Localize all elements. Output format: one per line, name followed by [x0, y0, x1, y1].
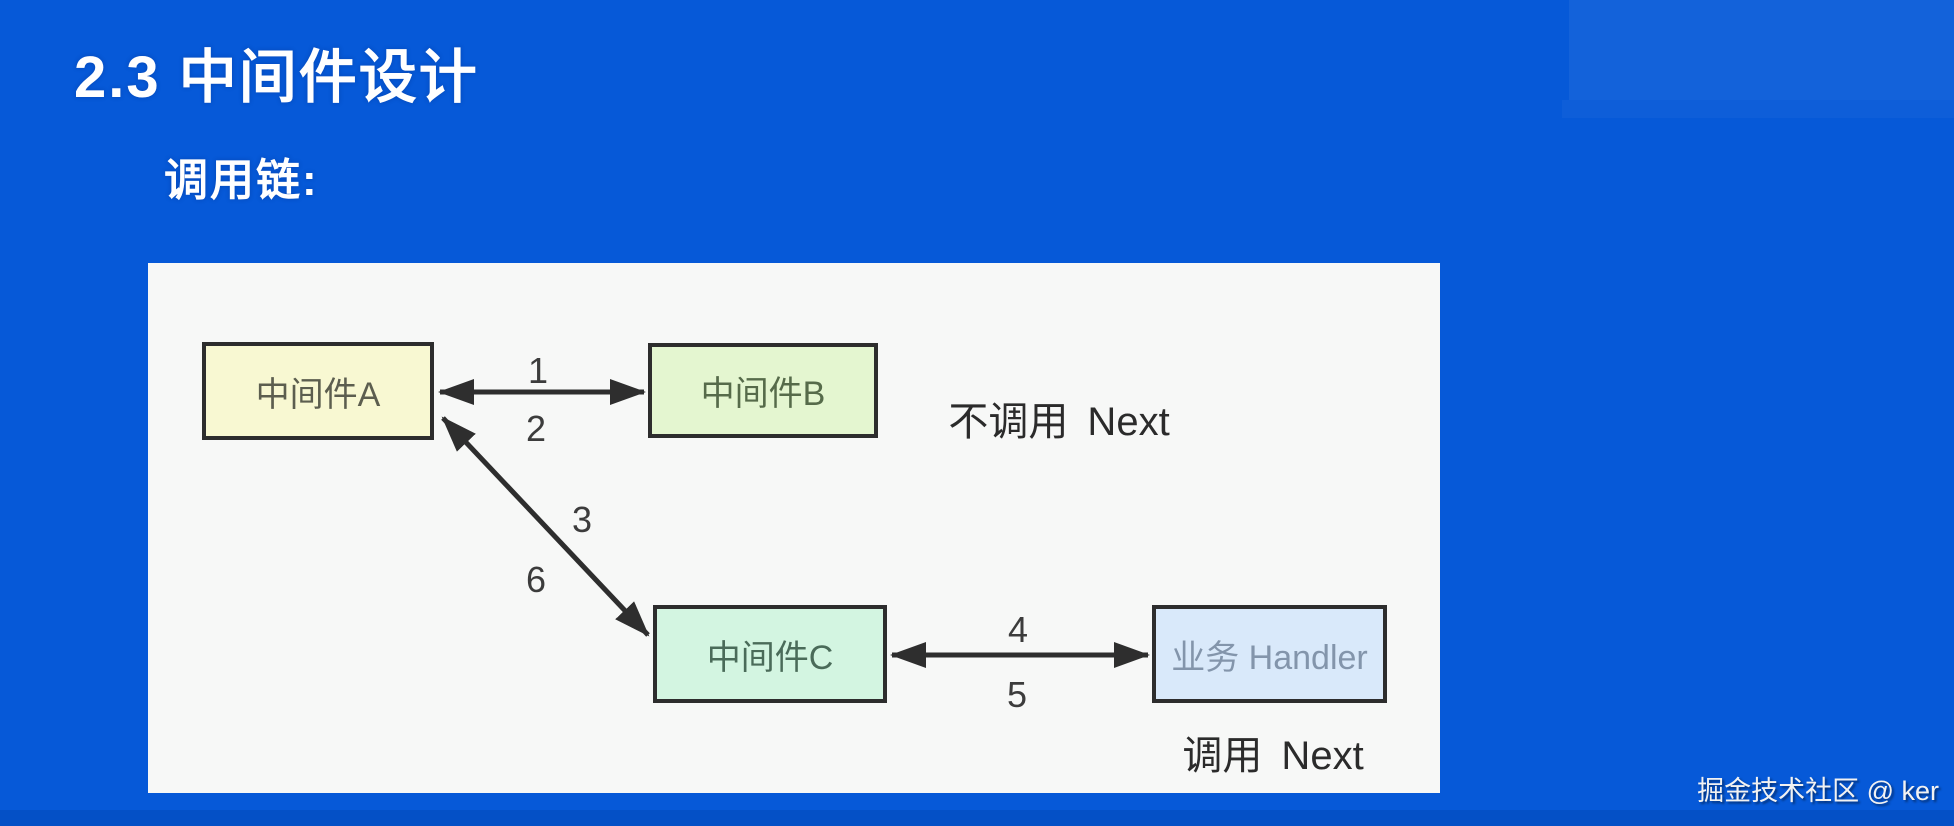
- video-artifact-band: [1562, 100, 1954, 118]
- edge-label-5: 5: [1006, 674, 1028, 715]
- slide-title: 2.3 中间件设计: [74, 45, 479, 110]
- node-middleware-c: 中间件C: [653, 605, 887, 703]
- video-artifact-region: [1569, 0, 1954, 100]
- node-middleware-b-label: 中间件B: [700, 375, 826, 413]
- slide-subtitle: 调用链:: [164, 156, 319, 205]
- diagram-panel: 中间件A 中间件B 中间件C 业务 Handler 1 2 3 6 4 5 不调…: [148, 263, 1440, 793]
- edge-label-2: 2: [525, 408, 547, 449]
- edge-label-4: 4: [1007, 609, 1029, 650]
- node-business-handler-label: 业务 Handler: [1171, 638, 1368, 677]
- diagram-arrows: [438, 379, 1150, 668]
- annotation-call-next: 调用 Next: [1182, 734, 1364, 778]
- node-business-handler: 业务 Handler: [1152, 605, 1387, 703]
- node-middleware-b: 中间件B: [648, 343, 878, 438]
- watermark: 掘金技术社区 @ ker: [1697, 776, 1939, 806]
- edge-label-1: 1: [527, 350, 549, 391]
- edge-label-3: 3: [571, 499, 593, 540]
- node-middleware-a: 中间件A: [202, 342, 434, 440]
- edge-label-6: 6: [525, 559, 547, 600]
- node-middleware-a-label: 中间件A: [255, 375, 381, 414]
- edge-a-c: [441, 416, 650, 637]
- annotation-no-call-next: 不调用 Next: [948, 400, 1170, 444]
- bottom-strip: [0, 810, 1954, 826]
- node-middleware-c-label: 中间件C: [706, 638, 834, 677]
